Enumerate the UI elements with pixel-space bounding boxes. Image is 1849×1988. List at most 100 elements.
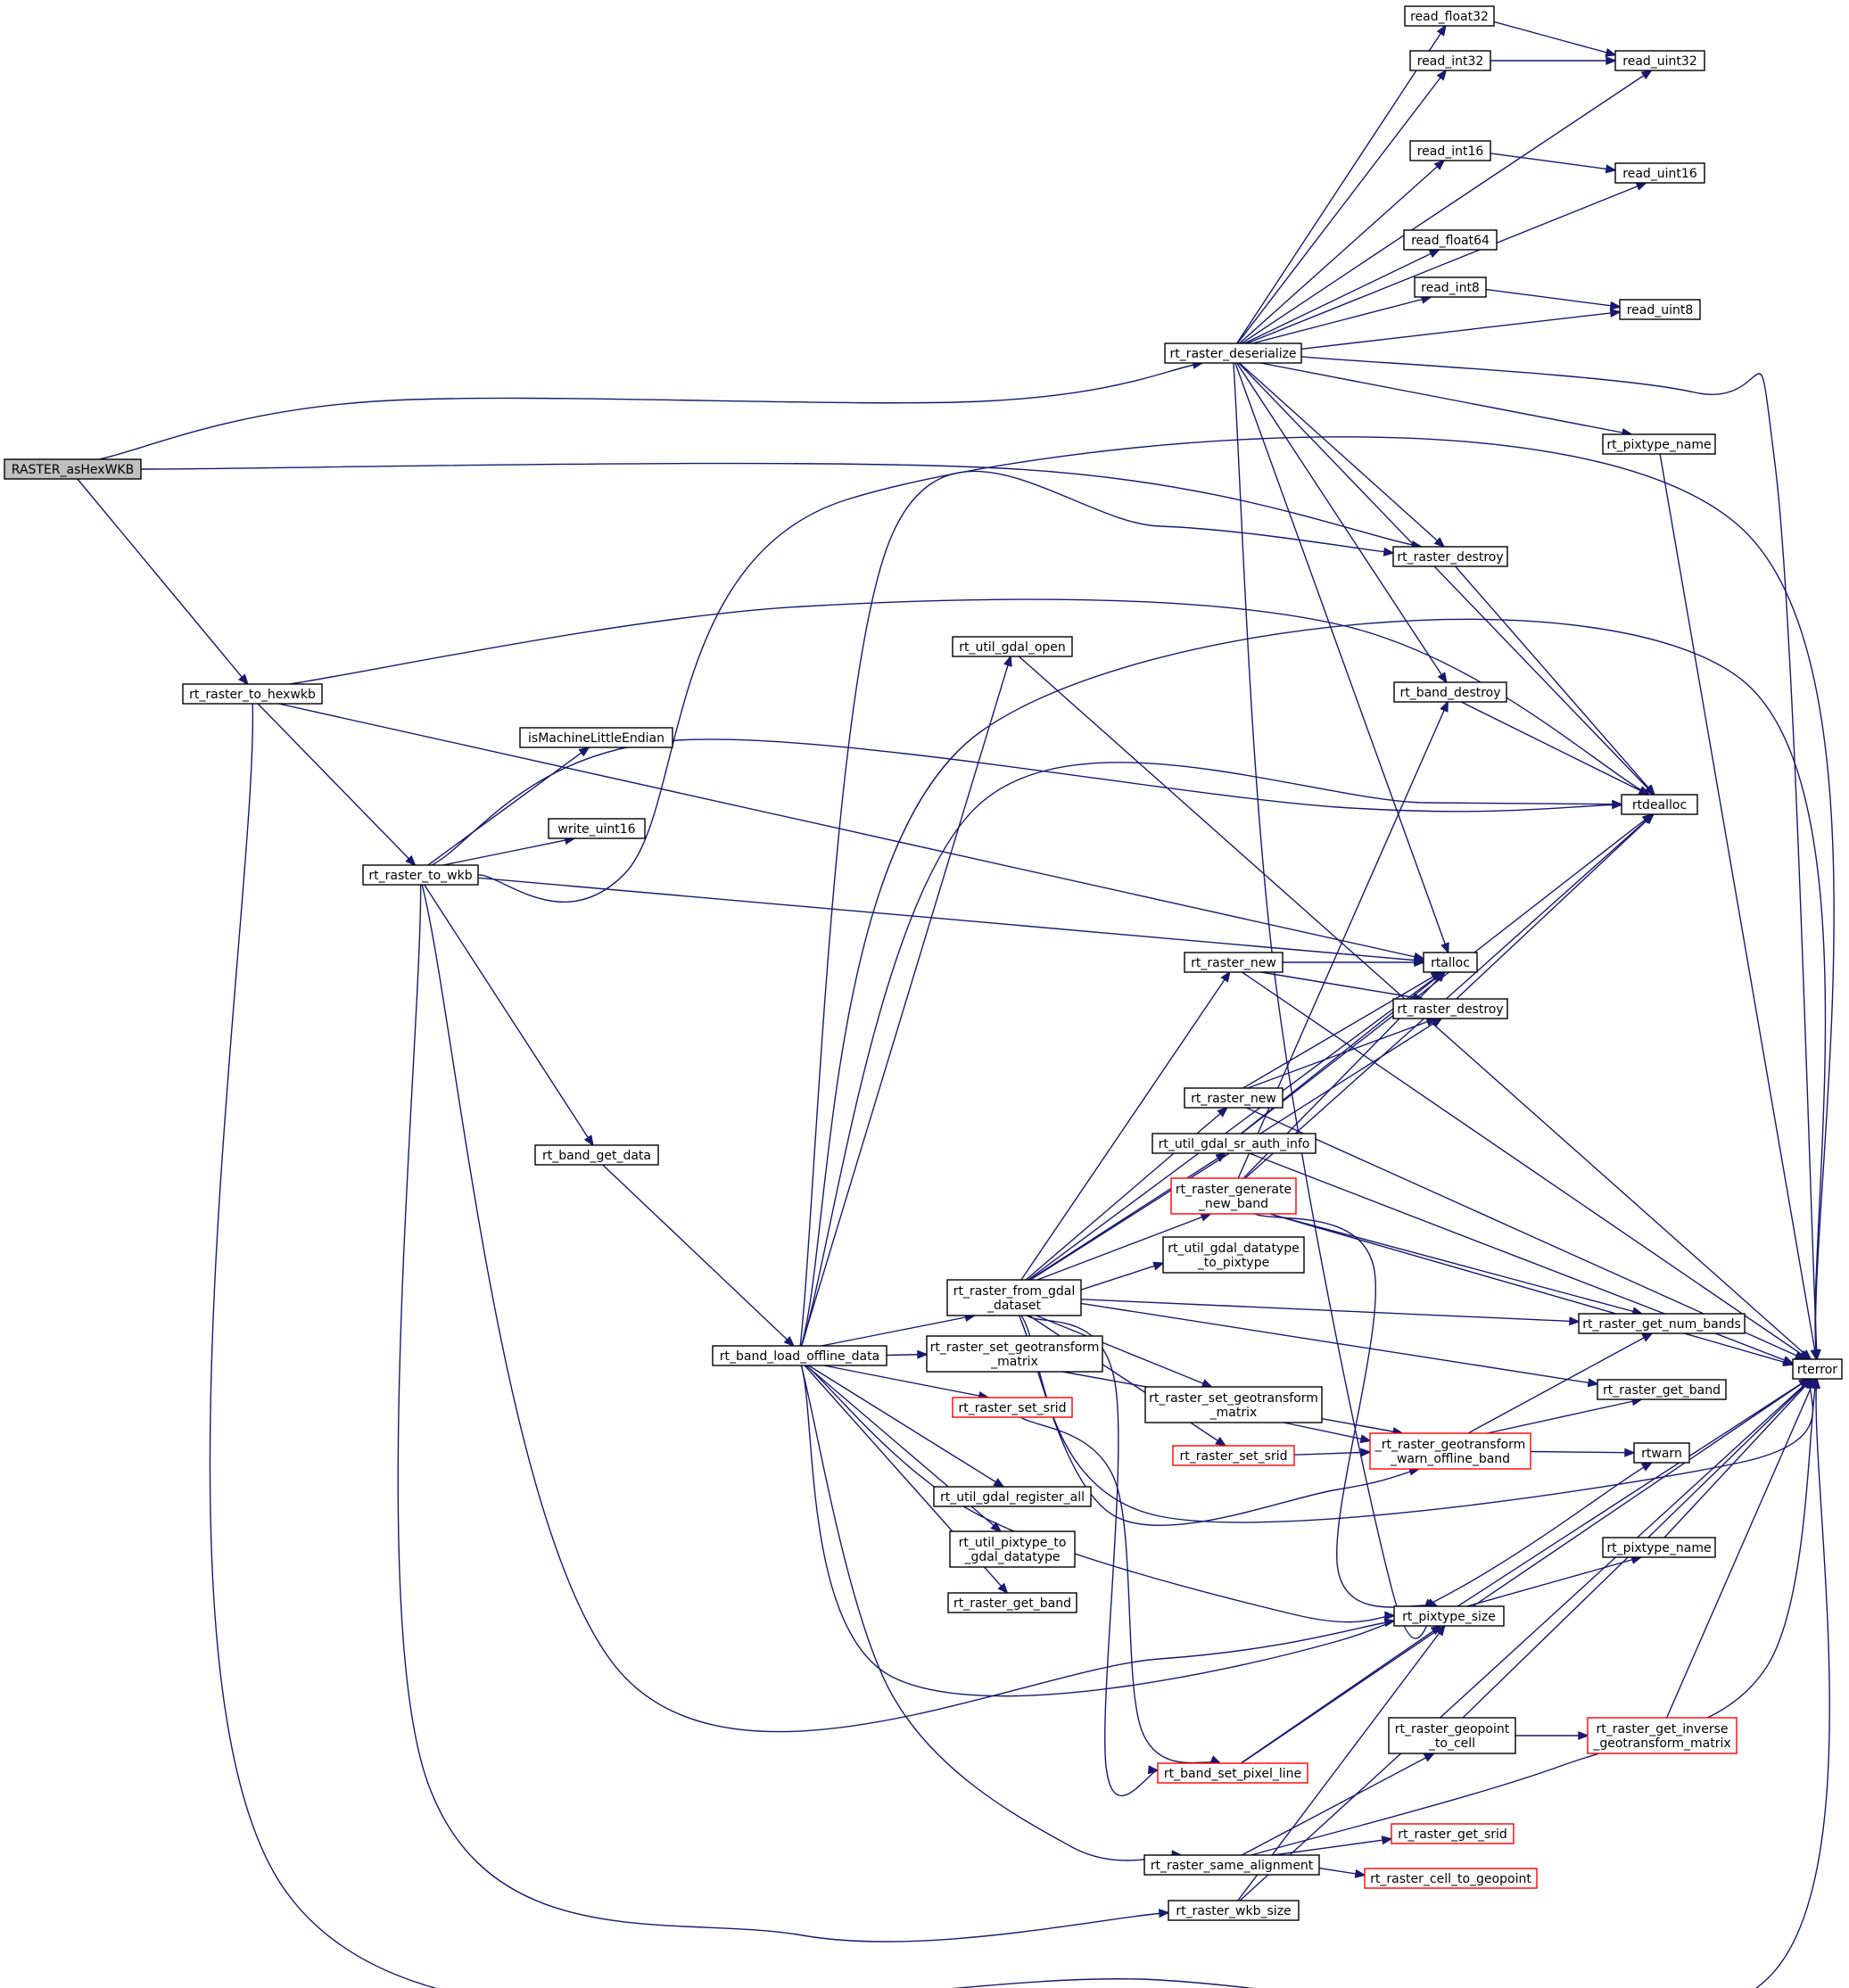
function-node-rt_band_load_offline_data[interactable]: rt_band_load_offline_data: [712, 1345, 887, 1366]
function-node-rt_raster_set_srid_1[interactable]: rt_raster_set_srid: [952, 1397, 1073, 1418]
function-node-label: rt_pixtype_size: [1402, 1610, 1496, 1624]
function-node-rt_raster_new_1[interactable]: rt_raster_new: [1184, 952, 1284, 973]
arrowhead-icon: [1612, 799, 1623, 809]
function-node-label: rt_raster_get_band: [953, 1596, 1071, 1611]
function-node-rt_raster_destroy_1[interactable]: rt_raster_destroy: [1392, 546, 1508, 567]
function-node-read_uint8[interactable]: read_uint8: [1619, 299, 1701, 320]
function-node-label: rt_band_set_pixel_line: [1164, 1767, 1301, 1781]
function-node-label: _to_cell: [1428, 1736, 1475, 1751]
function-node-label: read_int8: [1421, 281, 1480, 295]
function-node-rt_raster_new_2[interactable]: rt_raster_new: [1184, 1087, 1284, 1109]
arrowhead-icon: [1587, 1378, 1599, 1388]
function-node-rt_raster_same_alignment[interactable]: rt_raster_same_alignment: [1143, 1854, 1320, 1876]
function-node-write_uint16[interactable]: write_uint16: [548, 818, 646, 839]
function-node-rt_raster_get_inverse_geotransform_matrix[interactable]: rt_raster_get_inverse_geotransform_matri…: [1587, 1717, 1738, 1754]
call-edge-rt_raster_from_gdal_dataset-to-rterror: [1020, 1315, 1814, 1523]
arrowhead-icon: [1201, 1379, 1214, 1388]
function-node-rt_pixtype_name_1[interactable]: rt_pixtype_name: [1602, 433, 1716, 455]
function-node-label: rt_raster_geopoint: [1395, 1722, 1510, 1736]
function-node-label: rt_raster_get_inverse: [1596, 1722, 1728, 1736]
arrowhead-icon: [1384, 1611, 1396, 1621]
function-node-label: isMachineLittleEndian: [528, 731, 664, 746]
function-node-rt_util_gdal_open[interactable]: rt_util_gdal_open: [952, 636, 1073, 657]
function-node-rt_raster_get_band_2[interactable]: rt_raster_get_band: [947, 1592, 1077, 1613]
function-node-label: rterror: [1797, 1363, 1837, 1377]
function-node-label: read_float64: [1411, 234, 1490, 248]
call-edge-rt_raster_to_hexwkb-to-rtalloc: [278, 703, 1425, 961]
function-node-label: rt_raster_set_srid: [959, 1401, 1067, 1415]
call-edge-rt_raster_from_gdal_dataset-to-rt_band_set_pixel_line: [1026, 1315, 1160, 1796]
call-edge-rt_raster_wkb_size-to-rt_pixtype_size: [1237, 1624, 1446, 1901]
function-node-label: rt_raster_set_geotransform: [1149, 1391, 1318, 1406]
function-node-label: rt_raster_cell_to_geopoint: [1370, 1872, 1531, 1886]
call-edge-rt_raster_set_srid_2-to-rt_raster_geotransform_warn_offline_band: [1293, 1448, 1372, 1457]
function-node-rt_raster_set_geotransform_matrix_1[interactable]: rt_raster_set_geotransform_matrix: [926, 1335, 1103, 1373]
function-node-rt_util_gdal_datatype_to_pixtype[interactable]: rt_util_gdal_datatype_to_pixtype: [1162, 1236, 1305, 1274]
arrowhead-icon: [1433, 537, 1446, 549]
function-node-label: rt_raster_destroy: [1397, 1002, 1503, 1017]
function-node-label: rt_util_gdal_register_all: [940, 1490, 1085, 1505]
function-node-rt_raster_geotransform_warn_offline_band[interactable]: _rt_raster_geotransform_warn_offline_ban…: [1369, 1432, 1531, 1470]
function-node-rt_raster_set_srid_2[interactable]: rt_raster_set_srid: [1172, 1445, 1295, 1466]
function-node-label: rt_raster_set_srid: [1180, 1449, 1288, 1464]
function-node-rterror[interactable]: rterror: [1792, 1358, 1843, 1380]
call-edge-raster_ashexwkb-to-rt_raster_to_hexwkb: [77, 478, 249, 686]
arrowhead-icon: [1423, 1753, 1436, 1762]
call-edge-rt_pixtype_size-to-rt_pixtype_name_2: [1466, 1555, 1643, 1607]
function-node-rtalloc[interactable]: rtalloc: [1423, 952, 1478, 973]
function-node-rt_raster_wkb_size[interactable]: rt_raster_wkb_size: [1168, 1900, 1300, 1921]
arrowhead-icon: [1640, 1462, 1654, 1472]
function-node-rt_pixtype_name_2[interactable]: rt_pixtype_name: [1602, 1537, 1716, 1558]
arrowhead-icon: [993, 1478, 1005, 1488]
arrowhead-icon: [917, 1349, 929, 1359]
function-node-rt_raster_cell_to_geopoint[interactable]: rt_raster_cell_to_geopoint: [1364, 1868, 1538, 1889]
function-node-label: rt_raster_destroy: [1397, 550, 1503, 565]
function-node-rt_band_get_data[interactable]: rt_band_get_data: [534, 1144, 659, 1166]
function-node-rt_raster_get_srid[interactable]: rt_raster_get_srid: [1391, 1823, 1515, 1844]
function-node-raster_ashexwkb[interactable]: RASTER_asHexWKB: [4, 458, 142, 480]
call-edge-rt_raster_from_gdal_dataset-to-rt_raster_get_band_1: [1080, 1302, 1599, 1388]
call-edge-rt_raster_to_wkb-to-rt_pixtype_size: [421, 884, 1396, 1733]
function-node-read_int32[interactable]: read_int32: [1409, 50, 1491, 71]
function-node-label: rt_raster_generate: [1176, 1183, 1292, 1197]
call-edge-rt_raster_from_gdal_dataset-to-rt_raster_set_srid_2: [1028, 1315, 1227, 1448]
call-edge-rt_raster_same_alignment-to-rt_raster_cell_to_geopoint: [1318, 1867, 1366, 1878]
function-node-rt_raster_geopoint_to_cell[interactable]: rt_raster_geopoint_to_cell: [1388, 1717, 1516, 1754]
function-node-rt_band_destroy[interactable]: rt_band_destroy: [1393, 681, 1507, 703]
function-node-rt_raster_deserialize[interactable]: rt_raster_deserialize: [1164, 342, 1302, 364]
function-node-rt_band_set_pixel_line[interactable]: rt_band_set_pixel_line: [1157, 1762, 1308, 1784]
function-node-rt_raster_destroy_2[interactable]: rt_raster_destroy: [1392, 998, 1508, 1019]
function-node-read_float32[interactable]: read_float32: [1404, 5, 1495, 27]
function-node-rt_raster_generate_new_band[interactable]: rt_raster_generate_new_band: [1170, 1177, 1297, 1215]
function-node-read_uint16[interactable]: read_uint16: [1614, 162, 1705, 184]
function-node-rt_raster_from_gdal_dataset[interactable]: rt_raster_from_gdal_dataset: [946, 1279, 1082, 1316]
function-node-rtwarn[interactable]: rtwarn: [1633, 1442, 1690, 1464]
function-node-rt_util_gdal_sr_auth_info[interactable]: rt_util_gdal_sr_auth_info: [1151, 1133, 1317, 1154]
call-edge-rt_raster_geopoint_to_cell-to-rt_raster_get_inverse_geotransform_matrix: [1515, 1730, 1589, 1741]
function-node-rt_raster_get_band_1[interactable]: rt_raster_get_band: [1597, 1379, 1727, 1400]
call-edge-rt_raster_from_gdal_dataset-to-rt_raster_new_2: [1025, 1106, 1229, 1281]
function-node-rt_util_gdal_register_all[interactable]: rt_util_gdal_register_all: [933, 1486, 1092, 1507]
function-node-rtdealloc[interactable]: rtdealloc: [1621, 794, 1698, 815]
function-node-rt_raster_to_wkb[interactable]: rt_raster_to_wkb: [362, 864, 479, 886]
function-node-label: rt_band_load_offline_data: [720, 1349, 879, 1364]
function-node-read_int16[interactable]: read_int16: [1409, 140, 1491, 161]
arrowhead-icon: [1440, 700, 1449, 713]
call-edge-rt_raster_deserialize-to-read_uint8: [1300, 309, 1622, 350]
arrowhead-icon: [1605, 164, 1617, 174]
function-node-ismachinelittleendian[interactable]: isMachineLittleEndian: [519, 727, 673, 748]
function-node-read_float64[interactable]: read_float64: [1403, 229, 1498, 251]
call-edge-raster_ashexwkb-to-rt_raster_deserialize: [98, 359, 1204, 460]
call-edge-rt_raster_from_gdal_dataset-to-rtalloc: [1028, 970, 1444, 1281]
function-node-rt_raster_set_geotransform_matrix_2[interactable]: rt_raster_set_geotransform_matrix: [1144, 1386, 1323, 1423]
function-node-rt_util_pixtype_to_gdal_datatype[interactable]: rt_util_pixtype_to_gdal_datatype: [949, 1530, 1076, 1568]
function-node-rt_pixtype_size[interactable]: rt_pixtype_size: [1393, 1605, 1505, 1627]
call-edge-rt_raster_geotransform_warn_offline_band-to-rtwarn: [1530, 1448, 1636, 1457]
function-node-rt_raster_to_hexwkb[interactable]: rt_raster_to_hexwkb: [182, 683, 323, 705]
function-node-read_int8[interactable]: read_int8: [1414, 276, 1487, 298]
function-node-label: rt_raster_get_num_bands: [1582, 1317, 1741, 1332]
arrowhead-icon: [1147, 1765, 1160, 1775]
call-edge-rt_band_get_data-to-rt_band_load_offline_data: [602, 1164, 796, 1348]
function-node-read_uint32[interactable]: read_uint32: [1614, 50, 1705, 71]
function-node-rt_raster_get_num_bands[interactable]: rt_raster_get_num_bands: [1578, 1313, 1746, 1334]
